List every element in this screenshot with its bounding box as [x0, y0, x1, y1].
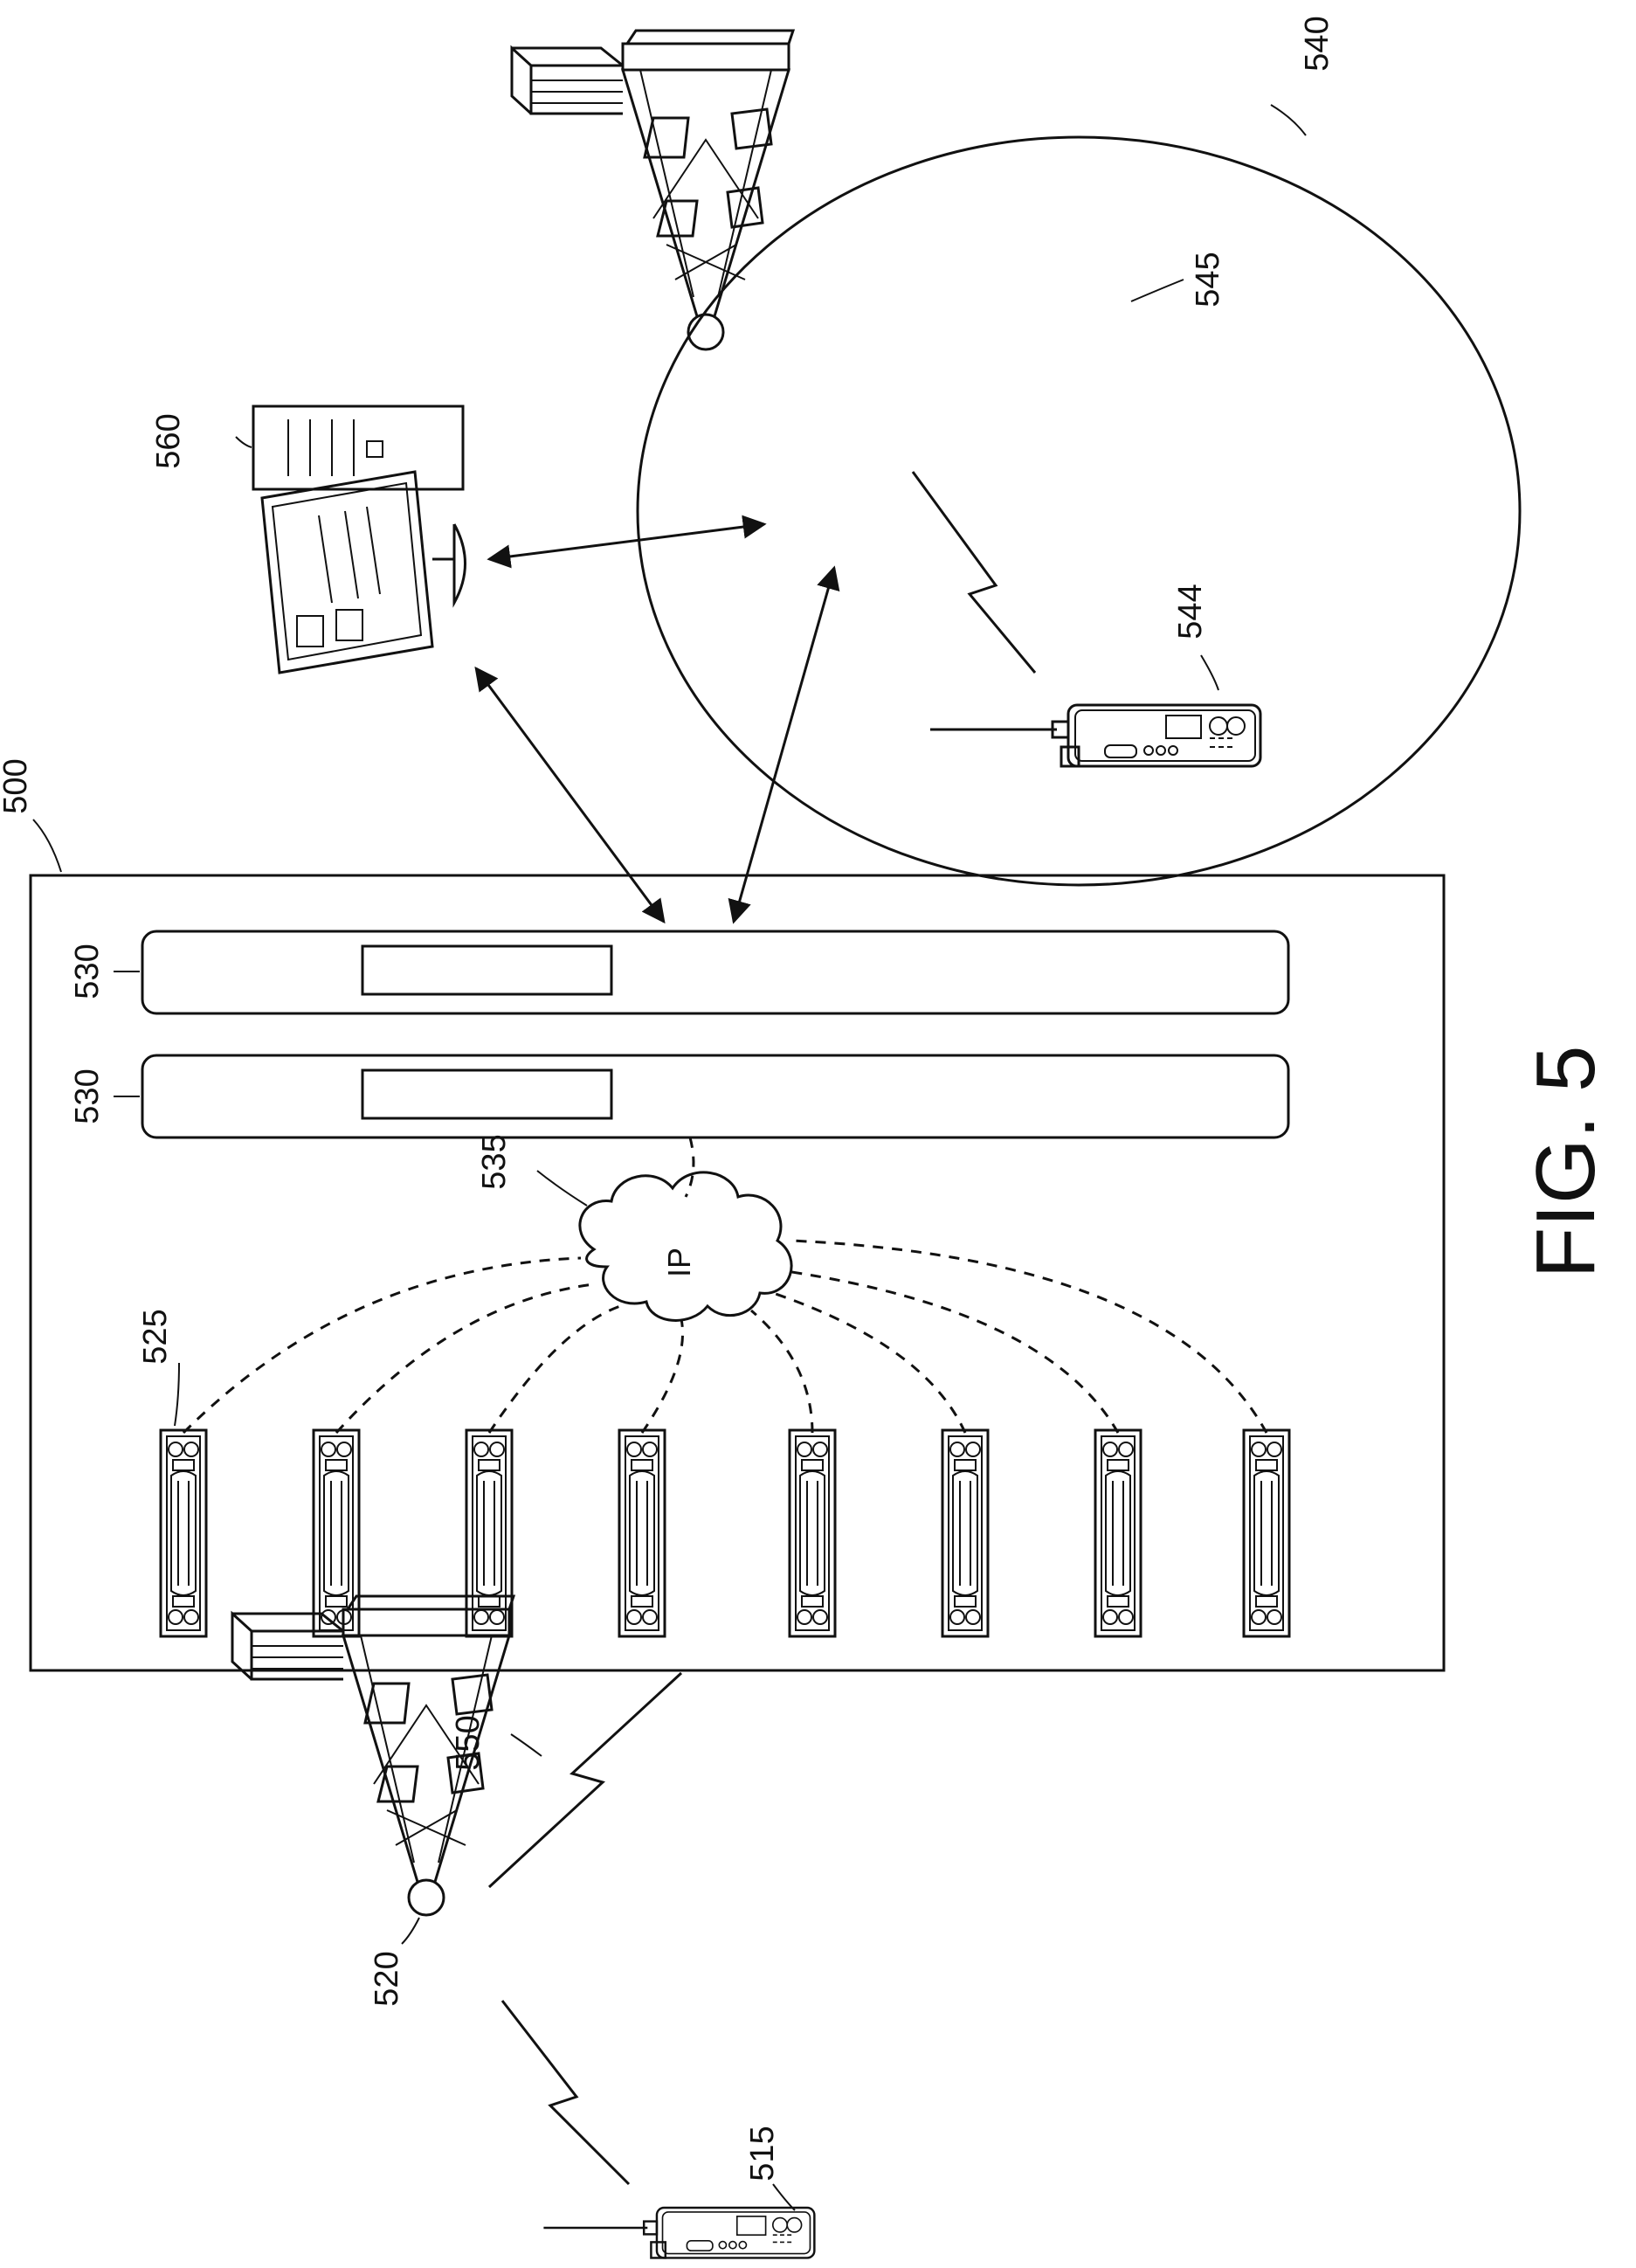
label-530-bottom: 530 — [69, 1068, 106, 1124]
label-500: 500 — [0, 758, 34, 813]
console-2 — [314, 1430, 359, 1636]
base-tower-icon — [232, 1596, 514, 1915]
console-8 — [1244, 1430, 1289, 1636]
console-7 — [1095, 1430, 1141, 1636]
system-frame — [31, 875, 1444, 1670]
lightning-link-icon — [913, 472, 1035, 673]
ip-label: IP — [661, 1248, 697, 1277]
server-bottom — [142, 1055, 1288, 1137]
console-3 — [466, 1430, 512, 1636]
lightning-link-550 — [489, 1673, 681, 1887]
data-arrows — [476, 524, 834, 922]
workstation-icon — [253, 406, 466, 673]
label-544: 544 — [1172, 584, 1209, 639]
console-4 — [619, 1430, 665, 1636]
console-6 — [942, 1430, 988, 1636]
console-1 — [161, 1430, 206, 1636]
label-540: 540 — [1299, 16, 1336, 71]
console-links — [183, 1241, 1267, 1433]
server-top — [142, 931, 1288, 1013]
coverage-area-circle — [638, 137, 1520, 885]
system-leader — [33, 819, 61, 872]
label-535: 535 — [476, 1134, 513, 1189]
remote-tower-icon — [512, 31, 793, 349]
label-525: 525 — [137, 1309, 174, 1364]
label-545: 545 — [1190, 252, 1226, 307]
label-560: 560 — [150, 413, 187, 468]
console-5 — [790, 1430, 835, 1636]
label-515: 515 — [744, 2126, 781, 2181]
label-530-top: 530 — [69, 944, 106, 999]
figure-caption: FIG. 5 — [1519, 1046, 1612, 1279]
subscriber-radio-icon — [543, 2208, 814, 2258]
lightning-link-lower — [502, 2001, 629, 2184]
label-520: 520 — [369, 1951, 405, 2006]
remote-radio-icon — [930, 705, 1260, 766]
